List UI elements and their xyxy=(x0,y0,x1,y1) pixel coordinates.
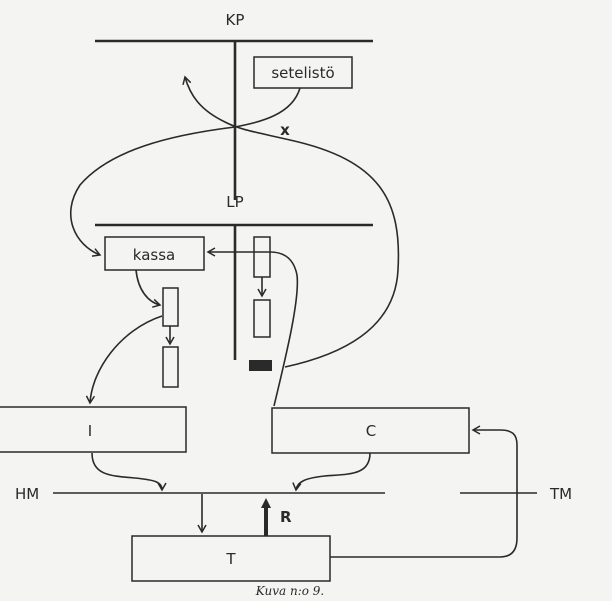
c-to-hm-flow xyxy=(292,452,371,492)
c-box xyxy=(271,407,470,454)
lp-deposit-rect-upper xyxy=(253,236,271,278)
rect-to-i-flow xyxy=(85,315,163,405)
kassa-box xyxy=(104,236,205,271)
r-label: R xyxy=(280,508,292,526)
lp-deposit-rect-lower xyxy=(253,299,271,338)
c-to-kassa-flow xyxy=(206,247,299,407)
hm-label: HM xyxy=(15,485,39,503)
t-to-c-flow xyxy=(330,425,518,558)
i-box xyxy=(0,406,187,453)
black-rect xyxy=(249,360,272,371)
i-to-hm-flow xyxy=(91,452,167,492)
setelisto-box xyxy=(253,56,353,89)
i-label: I xyxy=(88,422,92,440)
lp-label: LP xyxy=(226,193,243,211)
kp-label: KP xyxy=(226,11,245,29)
black-rect-to-kp-flow xyxy=(182,75,400,368)
caption: Kuva n:o 9. xyxy=(255,584,324,598)
x-mark: x xyxy=(280,121,290,139)
kassa-rect-upper xyxy=(162,287,179,327)
tm-label: TM xyxy=(549,485,572,503)
kassa-rect-lower xyxy=(162,346,179,388)
c-label: C xyxy=(366,422,376,440)
t-box xyxy=(131,535,331,582)
kassa-to-rect-flow xyxy=(135,269,162,308)
setelisto-to-kassa-flow xyxy=(69,87,301,257)
setelisto-label: setelistö xyxy=(271,64,334,82)
t-label: T xyxy=(225,550,236,568)
kassa-label: kassa xyxy=(133,246,175,264)
